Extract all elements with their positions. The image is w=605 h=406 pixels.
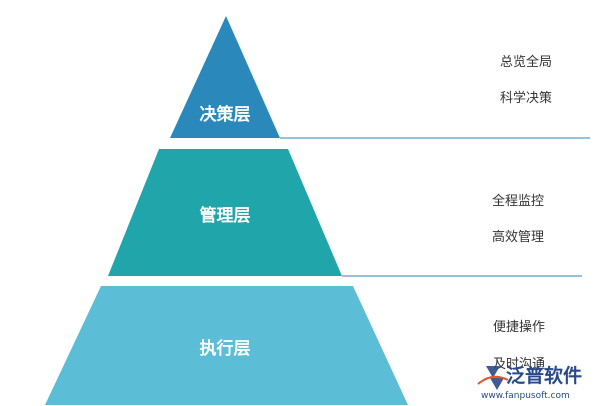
layer-decision-shape	[170, 16, 280, 138]
layer-management: 管理层	[108, 149, 342, 276]
logo-swoosh-icon	[477, 375, 509, 385]
layer-management-shape	[108, 149, 342, 276]
layer-decision-label: 决策层	[200, 104, 251, 125]
note-decision-2: 科学决策	[500, 90, 552, 106]
brand-logo: 泛普软件 www.fanpusoft.com	[477, 364, 582, 401]
note-management-2: 高效管理	[492, 229, 544, 245]
logo-name: 泛普软件	[506, 364, 582, 387]
note-execution-1: 便捷操作	[493, 319, 545, 335]
note-execution-2: 及时沟通	[493, 357, 545, 372]
layer-execution: 执行层	[45, 286, 408, 405]
logo-mark-icon	[486, 366, 504, 390]
note-decision-1: 总览全局	[500, 54, 552, 70]
layer-decision: 决策层	[170, 16, 280, 138]
layer-execution-shape	[45, 286, 408, 405]
logo-url: www.fanpusoft.com	[481, 391, 570, 401]
layer-management-label: 管理层	[200, 205, 251, 226]
note-management-1: 全程监控	[492, 193, 544, 209]
layer-execution-label: 执行层	[200, 338, 251, 359]
